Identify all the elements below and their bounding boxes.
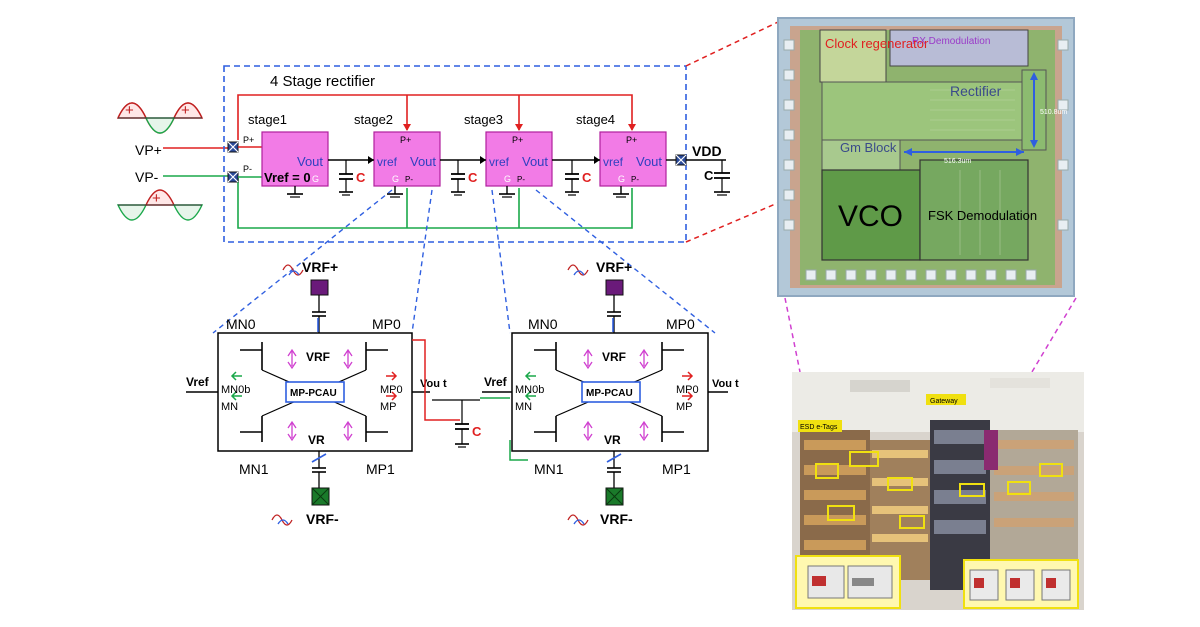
interstage-cap-1: C bbox=[328, 156, 374, 196]
stage-1: stage1 P+ P- Vout G Vref = 0 bbox=[243, 112, 329, 198]
mp-side-1: MP0 bbox=[676, 384, 699, 396]
stage-g: G bbox=[504, 174, 511, 184]
mp0-label: MP0 bbox=[372, 316, 401, 332]
right-port-label: Vou t bbox=[420, 378, 447, 390]
svg-text:+: + bbox=[181, 102, 190, 119]
die-dim-vertical: 510.8um bbox=[1040, 109, 1067, 116]
output-vdd: VDD C bbox=[666, 143, 730, 196]
stage-label: stage1 bbox=[248, 112, 287, 127]
stage-pin-bottom: P- bbox=[631, 175, 639, 184]
stage-vref: vref bbox=[603, 155, 624, 169]
stage-pin-p-plus: P+ bbox=[243, 135, 254, 145]
stage-g: G bbox=[618, 174, 625, 184]
stage-label: stage2 bbox=[354, 112, 393, 127]
rectifier-frame bbox=[223, 65, 687, 243]
photo-label-gateway: Gateway bbox=[930, 398, 958, 405]
between-cap-label: C bbox=[472, 424, 482, 439]
output-cap-label: C bbox=[704, 168, 714, 183]
left-port-label: Vref bbox=[186, 375, 210, 389]
vrf-plus-port bbox=[605, 279, 624, 296]
mn-side-2: MN bbox=[221, 401, 238, 413]
mn0-label: MN0 bbox=[226, 316, 256, 332]
mp-pcau-block bbox=[581, 381, 641, 403]
stage-pin-p-minus: P- bbox=[243, 164, 252, 174]
input-waveform-positive: + + bbox=[116, 102, 204, 134]
stage-4: stage4 P+ vref Vout G P- bbox=[576, 112, 667, 198]
stage-pin-bottom: P- bbox=[405, 175, 413, 184]
input-vp-plus: VP+ bbox=[135, 142, 162, 158]
die-block-rx: RX Demodulation bbox=[912, 36, 990, 47]
die-block-clock: Clock regenerator bbox=[825, 36, 929, 51]
cap-label: C bbox=[468, 170, 478, 185]
stage-label: stage4 bbox=[576, 112, 615, 127]
die-block-gm: Gm Block bbox=[840, 140, 897, 155]
mp-pcau-block bbox=[285, 381, 345, 403]
die-block-vco: VCO bbox=[838, 200, 903, 233]
vrf-minus-label: VRF- bbox=[600, 511, 633, 527]
right-port-label: Vou t bbox=[712, 378, 739, 390]
interstage-cap-3: C bbox=[552, 156, 600, 196]
mp-side-2: MP bbox=[676, 401, 693, 413]
mp0-label: MP0 bbox=[666, 316, 695, 332]
photo-label-tags: ESD e-Tags bbox=[800, 424, 838, 431]
stage-label: stage3 bbox=[464, 112, 503, 127]
mn-side-1: MN0b bbox=[221, 384, 250, 396]
mn1-label: MN1 bbox=[534, 461, 564, 477]
vrf-node-bottom: VR bbox=[308, 433, 325, 447]
mp-side-2: MP bbox=[380, 401, 397, 413]
vrf-node-bottom: VR bbox=[604, 433, 621, 447]
vref-zero-label: Vref = 0 bbox=[264, 170, 311, 185]
mn0-label: MN0 bbox=[528, 316, 558, 332]
rectifier-title: 4 Stage rectifier bbox=[270, 73, 375, 90]
stage-vout: Vout bbox=[297, 154, 323, 169]
die-block-rectifier: Rectifier bbox=[950, 83, 1002, 99]
between-cell-cap: C bbox=[432, 399, 482, 448]
stage-vref: vref bbox=[377, 155, 398, 169]
svg-text:+: + bbox=[152, 190, 161, 207]
input-port-plus bbox=[227, 141, 239, 153]
input-port-minus bbox=[227, 171, 239, 183]
rectifier-cell-1: VRF+ MP-PCAU MN0 MP0 bbox=[186, 259, 447, 527]
stage-pin-top: P+ bbox=[626, 135, 637, 145]
stage-vref: vref bbox=[489, 155, 510, 169]
chip-die-photo: Clock regenerator RX Demodulation Rectif… bbox=[777, 17, 1075, 297]
stage-vout: Vout bbox=[410, 154, 436, 169]
stage-vout: Vout bbox=[522, 154, 548, 169]
vrf-plus-label: VRF+ bbox=[302, 259, 338, 275]
svg-text:+: + bbox=[125, 102, 134, 119]
store-deployment-photo: ESD e-Tags Gateway bbox=[792, 372, 1084, 610]
mp-pcau-label: MP-PCAU bbox=[290, 388, 337, 399]
left-port-label: Vref bbox=[484, 375, 508, 389]
stage-pin-bottom: P- bbox=[517, 175, 525, 184]
mp1-label: MP1 bbox=[662, 461, 691, 477]
stage-g: G bbox=[312, 174, 319, 184]
mn-side-2: MN bbox=[515, 401, 532, 413]
cap-label: C bbox=[582, 170, 592, 185]
mp1-label: MP1 bbox=[366, 461, 395, 477]
vrf-plus-port bbox=[310, 279, 329, 296]
stage-2: stage2 P+ vref Vout G P- bbox=[354, 112, 441, 198]
die-dim-horizontal: 516.3um bbox=[944, 158, 971, 165]
mp-pcau-label: MP-PCAU bbox=[586, 388, 633, 399]
mn-side-1: MN0b bbox=[515, 384, 544, 396]
vrf-node-top: VRF bbox=[602, 350, 626, 364]
mp-side-1: MP0 bbox=[380, 384, 403, 396]
stage-vout: Vout bbox=[636, 154, 662, 169]
stage-g: G bbox=[392, 174, 399, 184]
input-waveform-negative: + bbox=[116, 189, 204, 221]
die-block-fsk: FSK Demodulation bbox=[928, 208, 1037, 223]
interstage-cap-2: C bbox=[440, 156, 486, 196]
vdd-label: VDD bbox=[692, 143, 722, 159]
rectifier-cell-2: VRF+ MP-PCAU MN0 MP0 VRF MN0b MN MP0 bbox=[482, 259, 739, 527]
vrf-node-top: VRF bbox=[306, 350, 330, 364]
vrf-plus-label: VRF+ bbox=[596, 259, 632, 275]
stage-3: stage3 P+ vref Vout G P- bbox=[464, 112, 553, 198]
stage-pin-top: P+ bbox=[400, 135, 411, 145]
input-vp-minus: VP- bbox=[135, 169, 159, 185]
cap-label: C bbox=[356, 170, 366, 185]
stage-pin-top: P+ bbox=[512, 135, 523, 145]
vrf-minus-label: VRF- bbox=[306, 511, 339, 527]
mn1-label: MN1 bbox=[239, 461, 269, 477]
